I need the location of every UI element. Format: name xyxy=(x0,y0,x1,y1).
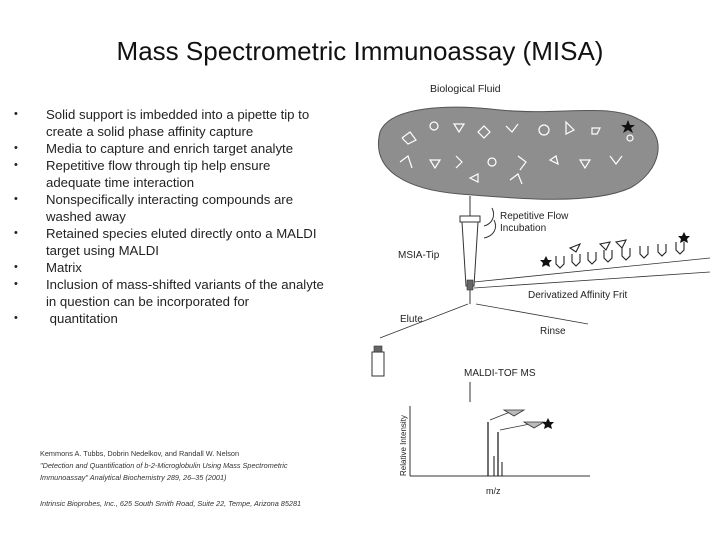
bullet-item: quantitation xyxy=(14,310,370,327)
bullet-item: Media to capture and enrich target analy… xyxy=(14,140,370,157)
label-rinse: Rinse xyxy=(540,326,566,337)
ref-authors: Kemmons A. Tubbs, Dobrin Nedelkov, and R… xyxy=(40,449,240,458)
star-icon xyxy=(678,232,690,243)
references: Kemmons A. Tubbs, Dobrin Nedelkov, and R… xyxy=(40,448,380,510)
star-icon xyxy=(542,418,554,429)
rinse-arrow-icon xyxy=(475,303,589,325)
bullet-item: Nonspecifically interacting compounds ar… xyxy=(14,191,370,225)
bullet-item: Inclusion of mass-shifted variants of th… xyxy=(14,276,370,310)
star-icon xyxy=(621,120,635,133)
bullet-item: Retained species eluted directly onto a … xyxy=(14,225,370,259)
affinity-frit xyxy=(466,279,474,291)
label-derivatized-frit: Derivatized Affinity Frit xyxy=(528,290,628,301)
bullet-item: Matrix xyxy=(14,259,370,276)
flow-arrow-icon xyxy=(483,207,495,227)
bullet-list: Solid support is imbedded into a pipette… xyxy=(14,106,370,327)
label-y-axis: Relative Intensity xyxy=(399,415,408,476)
bullet-item: Repetitive flow through tip help ensurea… xyxy=(14,157,370,191)
label-x-axis: m/z xyxy=(486,486,501,496)
ref-citation-1: "Detection and Quantification of b-2-Mic… xyxy=(40,461,288,470)
label-msia-tip: MSIA-Tip xyxy=(398,250,440,261)
star-icon xyxy=(540,256,552,267)
msia-diagram: Biological Fluid Repetitive Flow Incubat… xyxy=(371,83,711,496)
label-elute: Elute xyxy=(400,314,423,325)
pipette-tip-top xyxy=(459,215,481,223)
fluid-molecules xyxy=(399,120,634,185)
label-biological-fluid: Biological Fluid xyxy=(430,83,501,95)
ref-citation-2: Immunoassay" Analytical Biochemistry 289… xyxy=(40,473,227,482)
biological-fluid-blob xyxy=(378,106,659,200)
vial-icon xyxy=(371,351,385,377)
slide-title: Mass Spectrometric Immunoassay (MISA) xyxy=(116,36,604,66)
elute-arrow-icon xyxy=(379,303,469,339)
mass-spectrum xyxy=(409,406,590,477)
pipette-tip xyxy=(461,221,479,287)
antibody-array xyxy=(555,239,685,269)
label-maldi: MALDI-TOF MS xyxy=(464,368,536,379)
label-repetitive-flow: Repetitive Flow xyxy=(500,211,569,222)
label-incubation: Incubation xyxy=(500,223,546,234)
ref-company: Intrinsic Bioprobes, Inc., 625 South Smi… xyxy=(40,499,302,508)
bullet-item: Solid support is imbedded into a pipette… xyxy=(14,106,370,140)
